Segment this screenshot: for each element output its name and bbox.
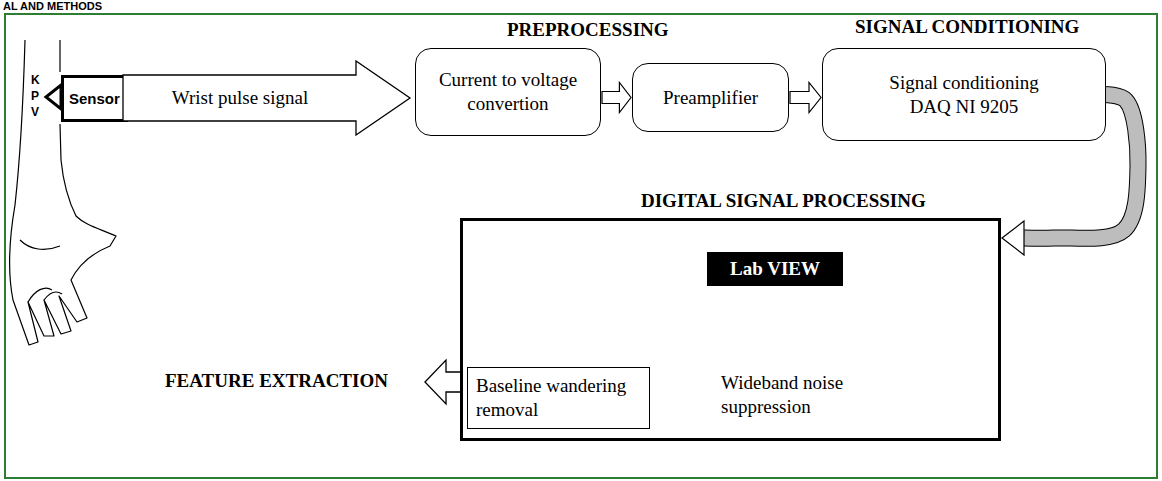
pulse-point-letter: K: [31, 73, 40, 87]
flow-arrow: [790, 83, 821, 113]
node-text: Signal conditioning DAQ NI 9205: [874, 71, 1054, 119]
signal-arrow: Wrist pulse signal: [122, 60, 412, 136]
node-text: Wrist pulse signal: [172, 87, 308, 109]
frame: [5, 14, 1157, 478]
software-box: Lab VIEW: [707, 252, 843, 286]
sensor-tip: [46, 85, 61, 109]
arrow-head: [1002, 221, 1024, 255]
flow-arrow: [602, 83, 631, 113]
process-box: Baseline wandering removal: [467, 367, 650, 429]
block-arrow: [602, 83, 631, 113]
stage-heading: PREPROCESSING: [507, 19, 669, 41]
stage-heading: SIGNAL CONDITIONING: [855, 16, 1079, 38]
stage-heading: FEATURE EXTRACTION: [165, 370, 388, 392]
process-box: Current to voltage convertion: [415, 48, 601, 136]
node-text: Wideband noise suppression: [721, 371, 871, 419]
node-text: Baseline wandering removal: [476, 374, 641, 422]
node-text: Sensor: [69, 90, 120, 107]
node-text: Lab VIEW: [730, 258, 820, 280]
process-text: Wideband noise suppression: [713, 361, 909, 429]
section-heading: AL AND METHODS: [3, 0, 102, 12]
sensor-box: Sensor: [61, 75, 128, 122]
arrow-shape: [123, 61, 410, 135]
block-arrow: [790, 83, 821, 113]
node-text: Current to voltage convertion: [428, 68, 588, 116]
process-box: Preamplifier: [632, 63, 789, 132]
processing-panel: DIGITAL SIGNAL PROCESSINGLab VIEWBaselin…: [460, 218, 1001, 441]
node-text: DIGITAL SIGNAL PROCESSING: [641, 190, 926, 212]
node-text: Preamplifier: [663, 86, 758, 110]
pulse-point-letter: V: [31, 105, 39, 119]
pulse-point-letter: P: [31, 89, 39, 103]
output-arrow: [425, 360, 462, 404]
process-box: Signal conditioning DAQ NI 9205: [822, 48, 1106, 141]
